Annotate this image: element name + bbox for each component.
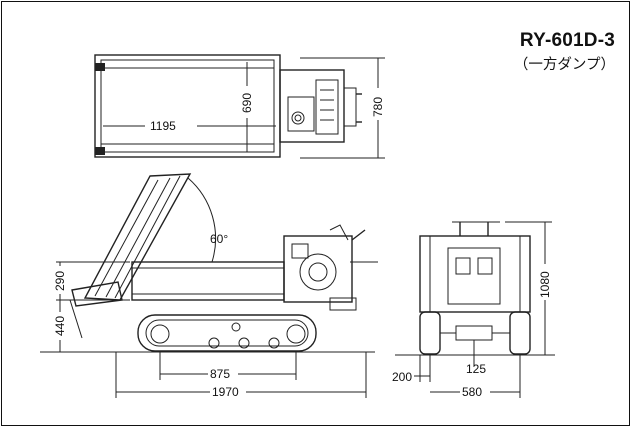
rear-view: 1080 125 200 580 — [392, 221, 555, 399]
model-name: RY-601D-3 — [519, 30, 615, 51]
side-view: 60° 290 440 — [40, 173, 378, 399]
top-view: 1195 690 780 — [94, 54, 385, 159]
dim-top-outer-width: 780 — [371, 97, 385, 117]
dim-overall-length: 1970 — [212, 385, 239, 399]
dim-top-length: 1195 — [150, 119, 176, 133]
dim-ground-to-bed: 440 — [53, 316, 67, 336]
dim-track-length: 875 — [210, 367, 230, 381]
model-subtitle: （一方ダンプ） — [513, 57, 615, 73]
dim-dump-angle: 60° — [210, 232, 228, 246]
dim-ground-clearance: 125 — [466, 362, 486, 376]
model-label: RY-601D-3 （一方ダンプ） — [514, 30, 615, 74]
dim-bed-height: 290 — [53, 271, 67, 291]
dim-top-inner-width: 690 — [240, 93, 254, 113]
dim-rear-offset: 200 — [392, 370, 412, 384]
dim-rear-height: 1080 — [538, 271, 552, 298]
dim-track-width: 580 — [462, 385, 482, 399]
